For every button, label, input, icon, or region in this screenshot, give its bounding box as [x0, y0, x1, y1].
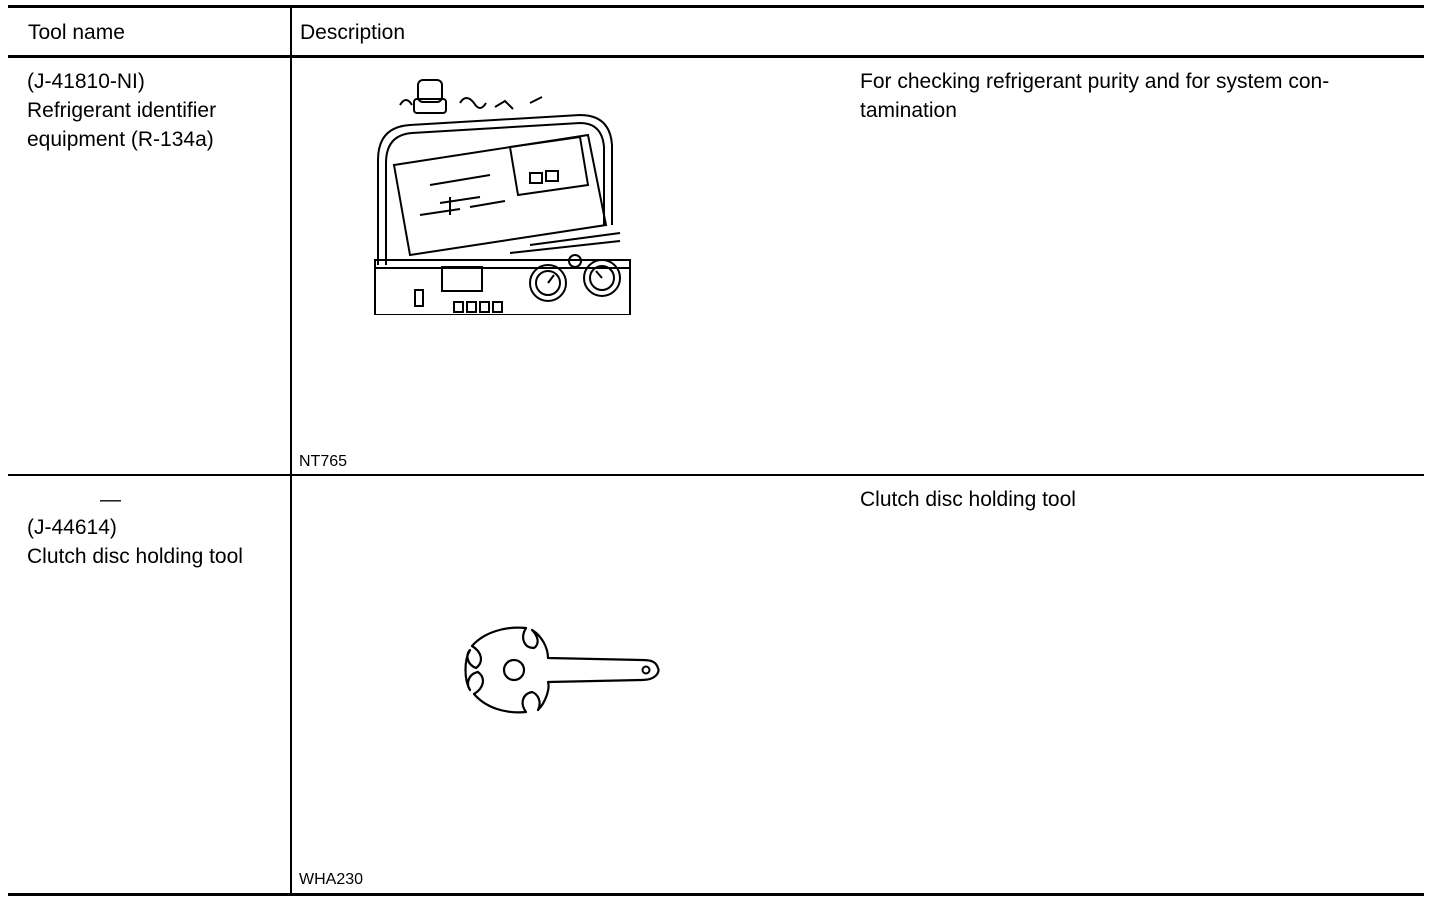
row-2-tool-name: (J-44614) Clutch disc holding tool	[27, 513, 243, 571]
table-bottom-rule	[8, 893, 1424, 896]
description-line: Clutch disc holding tool	[860, 488, 1076, 511]
row-1-tool-name: (J-41810-NI) Refrigerant identifier equi…	[27, 67, 216, 154]
header-description: Description	[300, 21, 406, 44]
column-divider	[290, 5, 292, 896]
tool-number-dash: —	[100, 488, 121, 511]
tool-name-line: Clutch disc holding tool	[27, 545, 243, 568]
tool-number: (J-41810-NI)	[27, 70, 145, 93]
row-1-description: For checking refrigerant purity and for …	[860, 67, 1329, 125]
figure-code: NT765	[299, 453, 348, 470]
figure-code: WHA230	[299, 871, 364, 888]
row-divider	[8, 474, 1424, 476]
clutch-disc-holding-tool-illustration	[464, 626, 660, 714]
tool-name-line: Refrigerant identifier	[27, 99, 217, 122]
tool-number: (J-44614)	[27, 516, 117, 539]
tool-name-line: equipment (R-134a)	[27, 128, 214, 151]
description-line: For checking refrigerant purity and for …	[860, 70, 1330, 93]
description-line: tamination	[860, 99, 957, 122]
refrigerant-identifier-equipment-illustration	[374, 79, 631, 315]
row-2-description: Clutch disc holding tool	[860, 485, 1076, 514]
table-top-rule	[8, 5, 1424, 8]
header-bottom-rule	[8, 55, 1424, 58]
header-tool-name: Tool name	[28, 21, 125, 44]
